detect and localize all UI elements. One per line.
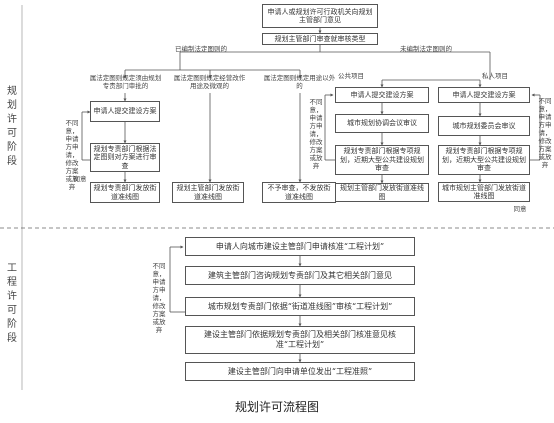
mid-issue-box: 规划主管部门发放街道准线图 <box>172 182 244 203</box>
apply-opinion-box: 申请人或规划许可行政机关向规划主管部门意见 <box>262 4 378 28</box>
left-review-box: 规划专责部门根据法定图则对方案进行审查 <box>90 143 160 172</box>
private-apply-plan-box: 申请人提交建设方案 <box>438 87 530 103</box>
review-type-box: 规划主管部门审查就审核类型 <box>262 33 378 45</box>
left-apply-plan-box: 申请人提交建设方案 <box>90 101 160 122</box>
phase-label-planning: 规划许可阶段 <box>7 86 17 167</box>
eng-step-2: 建筑主管部门咨询规划专责部门及其它相关部门意见 <box>185 266 415 285</box>
reject-box: 不予审查，不发放街道准线图 <box>262 182 336 203</box>
public-apply-plan-box: 申请人提交建设方案 <box>335 87 429 103</box>
public-side-note: 不同意，申请方申请，修改方案或放弃 <box>309 98 323 170</box>
private-issue-box: 城市规划主管部门发放街道准线图 <box>438 182 530 202</box>
branch-label-public: 公共项目 <box>338 72 364 80</box>
engineering-side-note: 不同意，申请方申请，修改方案或放弃 <box>152 262 166 334</box>
branch-label-private: 私人项目 <box>482 72 508 80</box>
eng-step-3: 城市规划专责部门依据“街道准线图”审核“工程计划” <box>185 297 415 316</box>
diagram-caption: 规划许可流程图 <box>234 400 319 414</box>
left-side-note: 不同意，申请方申请，修改方案或放弃 <box>65 119 79 191</box>
phase-label-engineering: 工程许可阶段 <box>7 263 17 344</box>
left-agree-label: 同意 <box>73 175 87 183</box>
private-agree-label: 同意 <box>513 205 527 213</box>
branch-label-not-compiled: 未编制法定图则的 <box>400 45 452 53</box>
public-issue-box: 规划主管部门发放街道准线图 <box>335 183 429 202</box>
case-label-3: 属法定图则规定用途以外的 <box>263 74 336 90</box>
public-coord-box: 城市规划协调会议审议 <box>335 114 429 133</box>
public-review-box: 规划专责部门根据专项规划，近期大型公共建设规划审查 <box>335 145 429 175</box>
private-side-note: 不同意，申请方申请，修改方案或放弃 <box>538 97 552 169</box>
branch-label-compiled: 已编制法定图则的 <box>175 45 227 53</box>
eng-step-4: 建设主管部门依据规划专责部门及相关部门核准意见核准“工程计划” <box>185 326 415 354</box>
case-label-2: 属法定图则规定经营改作用途及微观的 <box>173 74 246 90</box>
case-label-1: 属法定图则规定须由规划专责部门审批的 <box>89 74 162 90</box>
private-review-box: 规划专责部门根据专项规划，近期大型公共建设规划审查 <box>438 145 530 175</box>
left-issue-box: 规划专责部门发放街道准线图 <box>90 182 160 203</box>
eng-step-1: 申请人向城市建设主管部门申请核准“工程计划” <box>185 237 415 256</box>
private-committee-box: 城市规划委员会审议 <box>438 116 530 136</box>
eng-step-5: 建设主管部门向申请单位发出“工程准照” <box>185 362 415 381</box>
